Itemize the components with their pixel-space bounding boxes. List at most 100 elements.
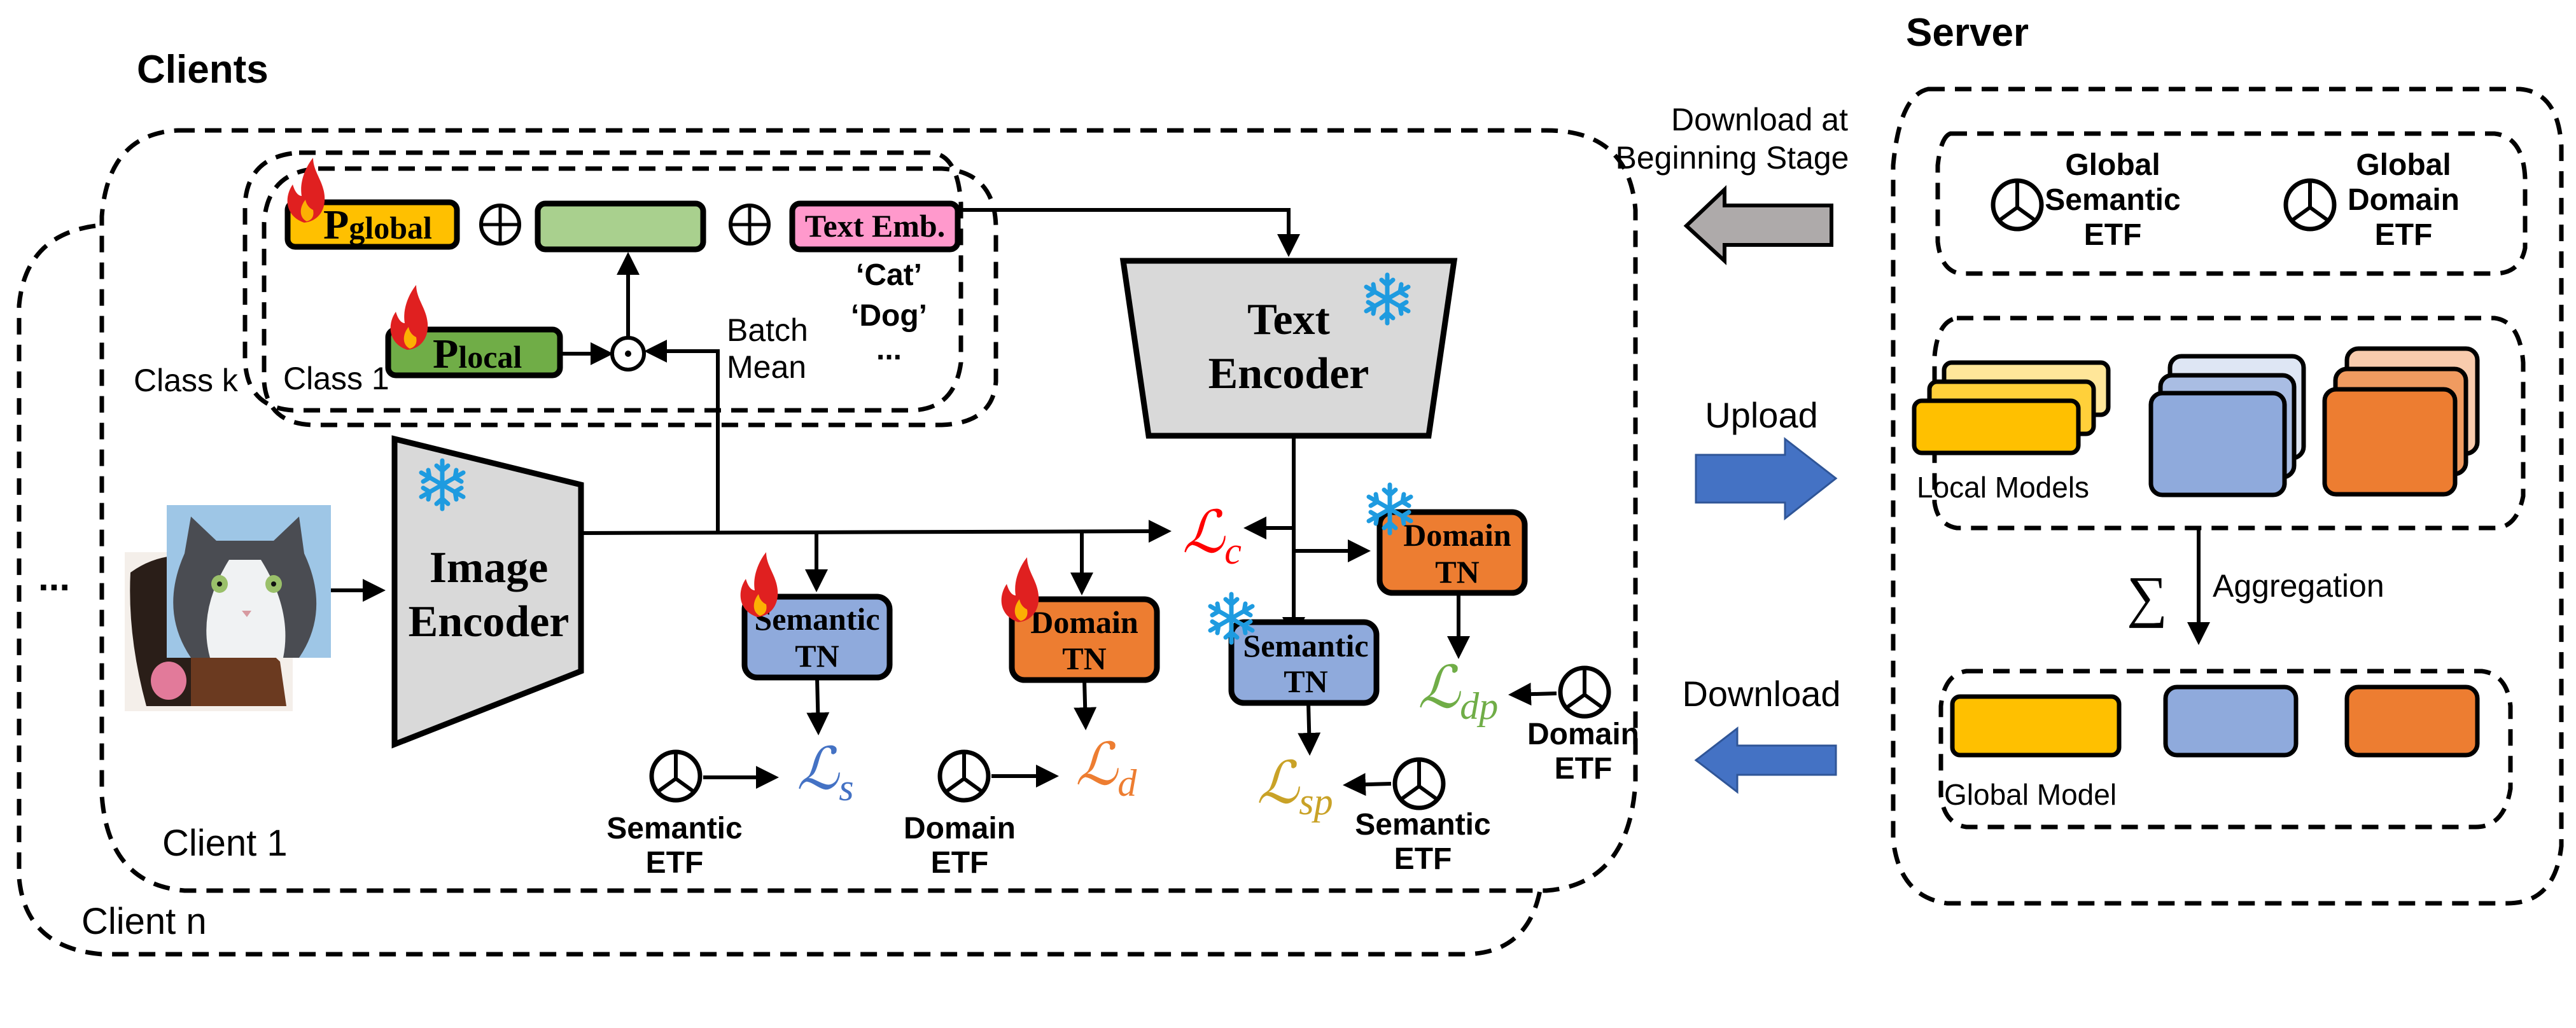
semantic-etf-label-2: ETF <box>646 846 704 880</box>
trainable-flame-icon <box>390 285 428 350</box>
p-local-subscript: local <box>458 339 522 375</box>
loss-ld-symbol: ℒ <box>1075 732 1119 797</box>
global-semantic-etf-label-1: Global <box>2065 148 2160 182</box>
p-local-prompt[interactable]: Plocal <box>385 326 563 379</box>
global-domain-etf-label-2: Domain <box>2348 183 2460 217</box>
loss-lsp-sub: sp <box>1299 781 1333 823</box>
download-label: Download <box>1682 674 1840 714</box>
arrow-domain-tn-to-ld <box>1074 679 1097 730</box>
global-semantic-etf-icon <box>1993 181 2041 229</box>
more-clients-ellipsis: ... <box>38 556 70 599</box>
semantic-etf-label-1: Semantic <box>1355 808 1490 842</box>
client-n-label: Client n <box>81 901 207 942</box>
semantic-etf-label-1: Semantic <box>606 812 742 845</box>
global-domain-etf-label-3: ETF <box>2375 218 2433 252</box>
domain-etf-label-1: Domain <box>1527 718 1639 751</box>
client-n-container <box>17 223 1543 957</box>
image-encoder[interactable]: Image Encoder <box>391 435 584 749</box>
arrow-semantic-etf-to-lsp <box>1343 773 1392 796</box>
semantic-tn-local[interactable]: Semantic TN <box>741 594 893 681</box>
semantic-tn-local-line-1: Semantic <box>754 601 879 637</box>
global-model-semantic[interactable] <box>2163 684 2299 758</box>
download-initial-label-1: Download at <box>1671 102 1848 137</box>
p-local-letter: P <box>433 331 458 377</box>
download-initial-label-2: Beginning Stage <box>1616 140 1849 176</box>
semantic-tn-text-line-1: Semantic <box>1243 628 1368 663</box>
loss-ls: ℒs <box>797 737 854 809</box>
arrow-semantic-tn-to-ls <box>806 677 830 735</box>
domain-etf-icon <box>1560 668 1609 716</box>
batch-mean-line-1: Batch <box>727 312 808 348</box>
download-initial-arrow[interactable] <box>1683 185 1833 265</box>
arrow-image-feature-to-lc <box>580 520 1172 543</box>
arrow-prompt-to-text-encoder <box>961 208 1300 257</box>
class-1-label: Class 1 <box>283 361 389 396</box>
arrow-batch-mean <box>644 340 720 533</box>
arrow-semantic-tn-to-lsp <box>1298 702 1321 756</box>
loss-ldp-symbol: ℒ <box>1418 655 1461 720</box>
domain-etf-label-1: Domain <box>904 812 1016 845</box>
loss-ldp: ℒdp <box>1418 655 1498 727</box>
semantic-etf-label-2: ETF <box>1394 842 1452 876</box>
global-model-container <box>1938 669 2513 830</box>
p-global-subscript: global <box>349 210 432 246</box>
domain-tn-text[interactable]: Domain TN <box>1376 509 1528 596</box>
image-encoder-line-1: Image <box>430 543 549 592</box>
local-models-semantic-stack[interactable] <box>2148 354 2306 497</box>
semantic-tn-local-line-2: TN <box>795 638 839 674</box>
arrow-domain-etf-to-ldp <box>1508 683 1557 706</box>
svg-text:Pglobal: Pglobal <box>323 202 432 248</box>
concat-operator-1 <box>479 204 521 246</box>
class-word-cat: ‘Cat’ <box>856 258 922 292</box>
domain-tn-local[interactable]: Domain TN <box>1009 596 1160 683</box>
domain-tn-text-line-1: Domain <box>1403 517 1511 553</box>
image-encoder-line-2: Encoder <box>409 597 570 646</box>
batch-mean-line-2: Mean <box>727 349 806 385</box>
global-model-domain[interactable] <box>2344 684 2480 758</box>
global-semantic-etf-label-3: ETF <box>2084 218 2142 252</box>
domain-etf-icon <box>940 752 988 800</box>
loss-ls-symbol: ℒ <box>797 737 840 802</box>
upload-arrow[interactable] <box>1695 436 1838 521</box>
trainable-flame-icon <box>1001 557 1039 622</box>
class-k-label: Class k <box>134 363 239 398</box>
class-word-dog: ‘Dog’ <box>851 299 927 333</box>
semantic-tn-text-line-2: TN <box>1284 663 1327 699</box>
svg-text:Plocal: Plocal <box>433 331 522 377</box>
domain-etf-label-2: ETF <box>931 846 989 880</box>
text-emb-label: Text Emb. <box>805 208 945 244</box>
local-models-label: Local Models <box>1917 471 2089 504</box>
download-arrow[interactable] <box>1694 726 1837 795</box>
global-semantic-etf-label-2: Semantic <box>2045 183 2180 217</box>
loss-lc-symbol: ℒ <box>1182 500 1226 565</box>
global-etf-container <box>1935 131 2528 276</box>
upload-label: Upload <box>1705 395 1817 435</box>
global-model-label: Global Model <box>1944 778 2117 811</box>
aggregation-label: Aggregation <box>2213 568 2384 604</box>
semantic-etf-icon <box>652 752 700 800</box>
client-1-container <box>99 128 1638 893</box>
local-models-prompt-stack[interactable] <box>1912 360 2111 455</box>
loss-ld: ℒd <box>1075 732 1137 804</box>
p-global-prompt[interactable]: Pglobal <box>284 199 460 250</box>
text-embedding-block[interactable]: Text Emb. <box>789 200 961 253</box>
loss-lc: ℒc <box>1182 500 1242 572</box>
local-models-domain-stack[interactable] <box>2322 346 2480 497</box>
semantic-tn-text[interactable]: Semantic TN <box>1228 619 1380 706</box>
combined-prompt-block[interactable] <box>535 200 706 253</box>
loss-lsp-symbol: ℒ <box>1257 751 1300 816</box>
global-model-prompt[interactable] <box>1950 694 2122 758</box>
global-domain-etf-label-1: Global <box>2356 148 2451 182</box>
loss-lc-sub: c <box>1224 530 1242 572</box>
clients-title: Clients <box>137 48 269 92</box>
loss-lsp: ℒsp <box>1257 751 1333 823</box>
domain-tn-local-line-1: Domain <box>1030 604 1138 640</box>
domain-tn-text-line-2: TN <box>1435 554 1479 590</box>
loss-ls-sub: s <box>839 767 853 809</box>
text-encoder-line-2: Encoder <box>1208 349 1369 398</box>
p-global-letter: P <box>323 202 349 248</box>
concat-operator-2 <box>729 204 771 246</box>
loss-ldp-sub: dp <box>1460 685 1498 727</box>
aggregation-sum-icon: ∑ <box>2127 566 2167 629</box>
